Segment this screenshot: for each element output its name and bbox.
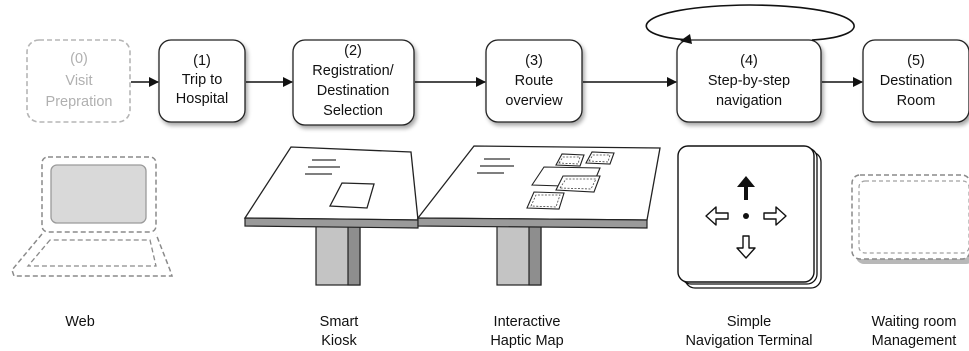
laptop-icon	[11, 156, 174, 277]
step-1-line-1: Trip to	[182, 72, 223, 88]
step-4-line-0: (4)	[740, 53, 758, 69]
step-2-line-1: Registration/	[312, 63, 394, 79]
step-1-trip-to-hospital: (1) Trip to Hospital	[158, 39, 246, 123]
step-2-line-3: Selection	[323, 103, 383, 119]
arrow-up-icon	[737, 176, 755, 200]
haptic-map-icon	[416, 145, 661, 286]
step-5-line-2: Room	[897, 93, 936, 109]
caption-waiting-room-line-0: Waiting room	[872, 314, 957, 330]
caption-terminal-line-1: Navigation Terminal	[685, 333, 812, 349]
step-2-line-0: (2)	[344, 43, 362, 59]
step-0-line-2: Prepration	[46, 94, 113, 110]
center-dot-icon	[743, 213, 749, 219]
step-4-line-1: Step-by-step	[708, 73, 790, 89]
caption-web: Web	[65, 314, 95, 330]
step-5-destination-room: (5) Destination Room	[862, 39, 969, 123]
step-5-line-0: (5)	[907, 53, 925, 69]
arrow-right-icon	[763, 206, 787, 226]
step-0-visit-preparation: (0) Visit Prepration	[26, 39, 131, 123]
step-2-line-2: Destination	[317, 83, 390, 99]
step-5-line-1: Destination	[880, 73, 953, 89]
caption-haptic-map-line-1: Haptic Map	[490, 333, 563, 349]
step-1-line-2: Hospital	[176, 91, 228, 107]
step-3-line-1: Route	[515, 73, 554, 89]
caption-smart-kiosk-line-1: Kiosk	[321, 333, 357, 349]
kiosk-icon	[243, 146, 419, 286]
step-3-line-0: (3)	[525, 53, 543, 69]
step-3-route-overview: (3) Route overview	[485, 39, 583, 123]
caption-smart-kiosk-line-0: Smart	[320, 314, 359, 330]
step-1-line-0: (1)	[193, 53, 211, 69]
step-0-line-0: (0)	[70, 51, 88, 67]
step-4-step-by-step-navigation: (4) Step-by-step navigation	[676, 39, 822, 123]
step-3-line-2: overview	[505, 93, 563, 109]
arrow-left-icon	[705, 206, 729, 226]
step-0-line-1: Visit	[65, 73, 92, 89]
caption-haptic-map-line-0: Interactive	[494, 314, 561, 330]
navigation-terminal-icon	[677, 145, 822, 289]
step-4-loop-arrowhead	[680, 34, 692, 44]
caption-waiting-room-line-1: Management	[872, 333, 957, 349]
waiting-room-screen-icon	[851, 174, 969, 264]
caption-terminal-line-0: Simple	[727, 314, 771, 330]
step-4-line-2: navigation	[716, 93, 782, 109]
arrow-down-icon	[736, 235, 756, 259]
step-2-registration-destination-selection: (2) Registration/ Destination Selection	[292, 39, 415, 126]
step-4-loop-arrow	[645, 4, 855, 41]
